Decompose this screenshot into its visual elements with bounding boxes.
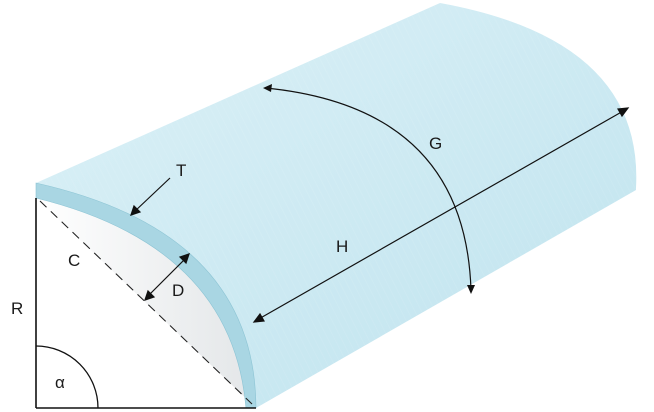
label-alpha: α (55, 373, 65, 392)
shell-surface-texture (36, 3, 637, 408)
dimension-t-arrow (130, 177, 171, 216)
label-r: R (11, 299, 23, 318)
angle-alpha-arc (35, 345, 99, 409)
label-d: D (172, 281, 184, 300)
dimension-d-arrow (144, 253, 190, 301)
label-t: T (176, 161, 186, 180)
dimension-g-arrow (263, 84, 475, 294)
chord-dashed-line (39, 200, 253, 405)
label-g: G (429, 134, 442, 153)
label-c: C (68, 251, 80, 270)
shell-inner-face (36, 198, 256, 408)
dimension-h-arrow (252, 107, 630, 323)
label-h: H (336, 237, 348, 256)
